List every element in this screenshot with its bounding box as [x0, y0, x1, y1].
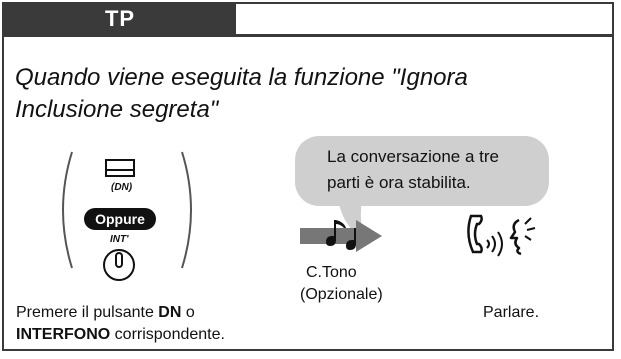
tab-tp: TP	[4, 4, 236, 34]
talk-icon	[467, 214, 536, 257]
step-talk: Parlare.	[483, 304, 540, 321]
feature-heading: Quando viene eseguita la funzione "Ignor…	[15, 64, 468, 123]
step1-interfono: INTERFONO	[16, 326, 111, 343]
speech-bubble: La conversazione a tre parti è ora stabi…	[295, 136, 549, 206]
step1-dn: DN	[158, 304, 182, 321]
oppure-badge: Oppure	[84, 208, 156, 230]
ctone-label: C.Tono	[306, 264, 357, 281]
header-bar: TP	[4, 4, 612, 37]
right-parenthesis	[181, 151, 192, 269]
step-press-button: Premere il pulsante DN o INTERFONO corri…	[16, 302, 225, 346]
interfono-button-icon	[103, 249, 135, 281]
dn-button-icon	[105, 159, 135, 177]
confirmation-tone-arrow	[300, 220, 382, 252]
step1-text-pre: Premere il pulsante	[16, 304, 159, 321]
dn-label: (DN)	[111, 182, 133, 193]
left-parenthesis	[62, 151, 73, 269]
int-label: INT'	[110, 234, 129, 245]
optional-label: (Opzionale)	[300, 286, 383, 303]
bubble-text: La conversazione a tre parti è ora stabi…	[327, 147, 499, 192]
step1-text-mid: o	[181, 304, 195, 321]
music-note-icon	[326, 220, 356, 250]
step1-text-post: corrispondente.	[110, 326, 225, 343]
